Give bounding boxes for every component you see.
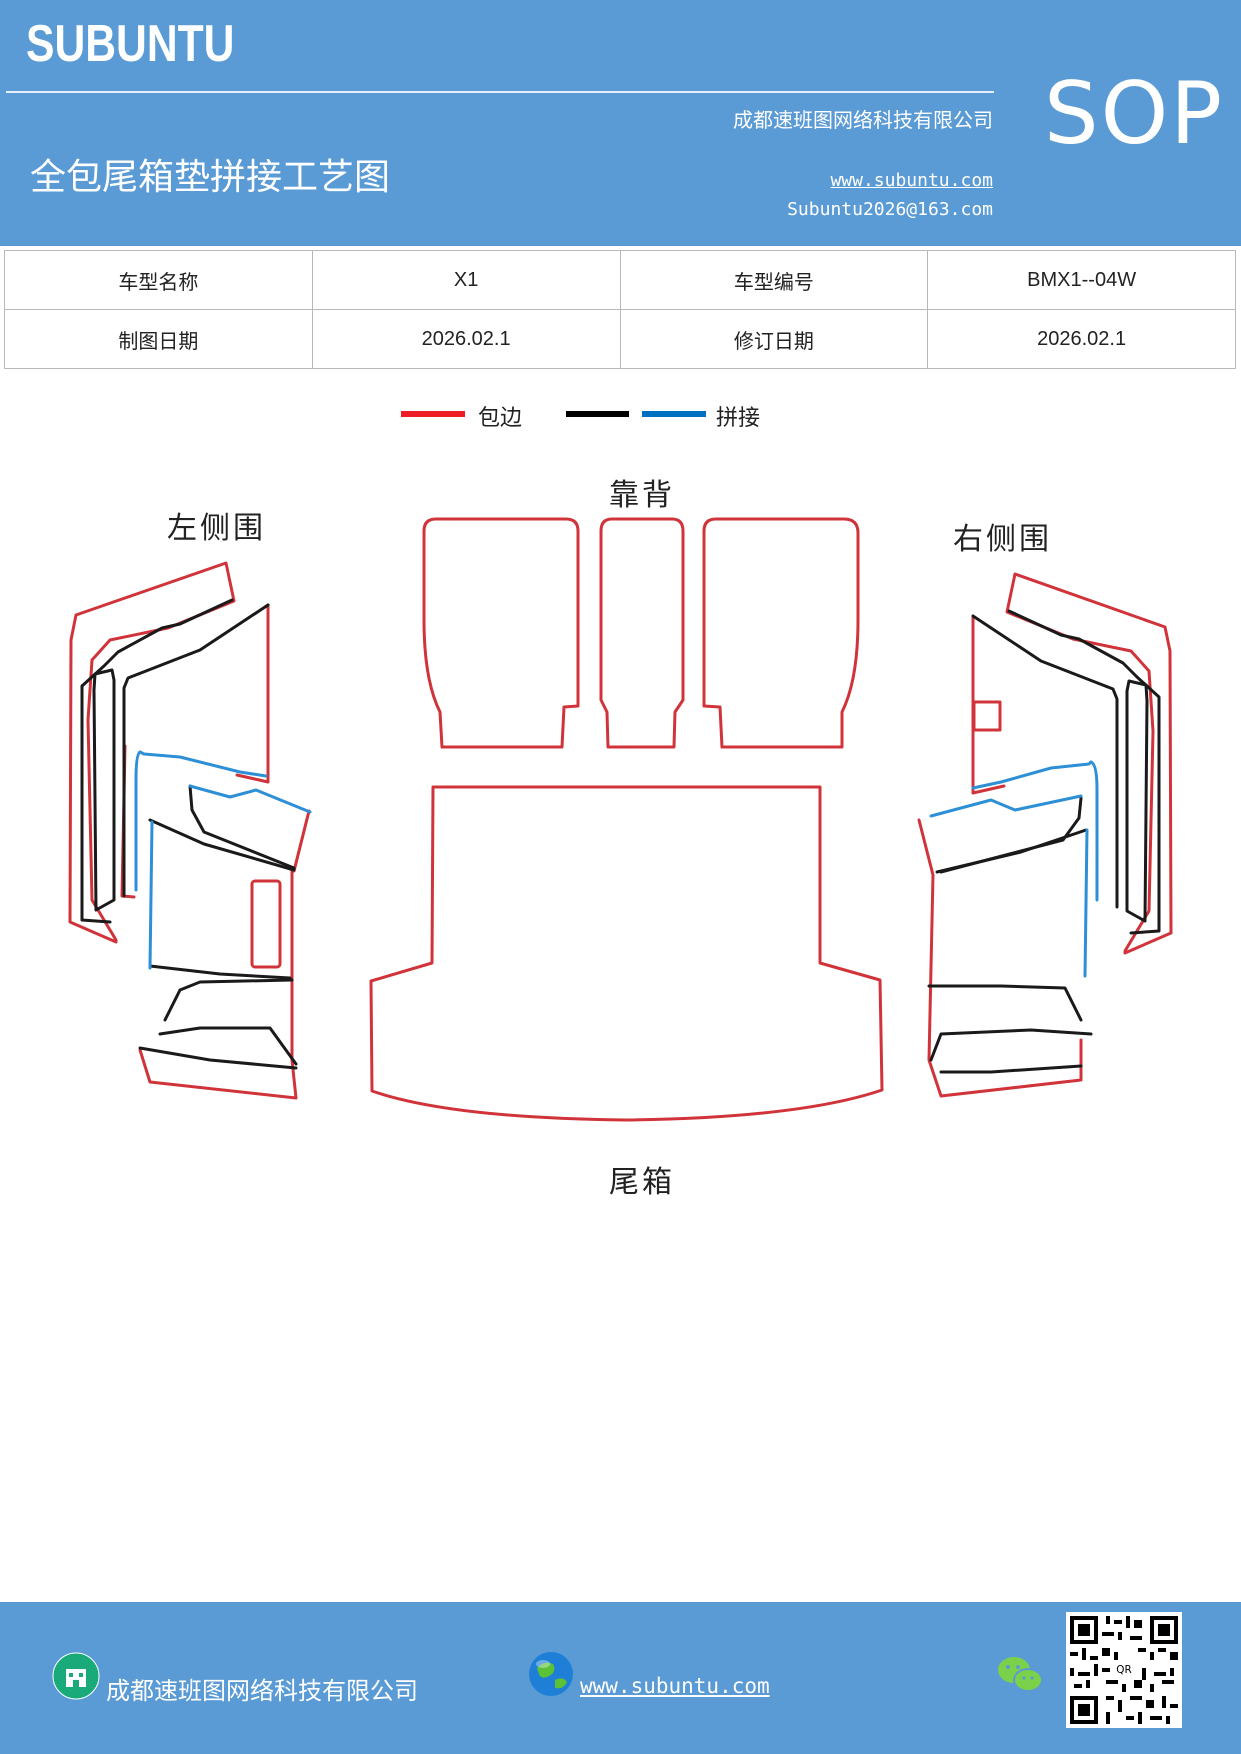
right-outer-edge — [1005, 572, 1173, 955]
right-black-seam-7 — [929, 1028, 1093, 1062]
left-upper-edge — [235, 603, 270, 784]
right-black-seam-5 — [939, 796, 1083, 874]
sop-tag: SOP — [1044, 64, 1225, 164]
label-left-side: 左侧围 — [167, 511, 266, 546]
label-backrest: 靠背 — [609, 478, 675, 513]
wechat-icon — [998, 1657, 1043, 1692]
left-splice-1 — [138, 750, 268, 778]
right-black-seam-2 — [1125, 679, 1149, 923]
right-splice-2 — [929, 794, 1083, 818]
svg-text:QR: QR — [1116, 1664, 1131, 1676]
left-outer-edge — [68, 561, 236, 944]
model-info-table: 车型名称 X1 车型编号 BMX1--04W 制图日期 2026.02.1 修订… — [4, 250, 1236, 369]
right-splice-1 — [971, 760, 1093, 790]
right-black-seam-6 — [927, 984, 1083, 1022]
draw-date-value: 2026.02.1 — [311, 309, 621, 369]
left-black-seam-3 — [122, 603, 270, 898]
backrest-middle-piece — [599, 517, 685, 749]
table-row: 制图日期 2026.02.1 修订日期 2026.02.1 — [4, 309, 1236, 369]
left-inset-edge — [250, 879, 282, 969]
right-black-seam-1 — [1007, 609, 1161, 935]
header-banner: SUBUNTU SOP 成都速班图网络科技有限公司 全包尾箱垫拼接工艺图 www… — [0, 0, 1241, 246]
revise-date-value: 2026.02.1 — [927, 309, 1236, 369]
right-side-panel — [917, 572, 1173, 1098]
right-black-seam-8 — [939, 1064, 1083, 1074]
revise-date-label: 修订日期 — [619, 309, 929, 369]
left-splice-2 — [188, 784, 312, 814]
label-right-side: 右侧围 — [953, 522, 1052, 557]
table-row: 车型名称 X1 车型编号 BMX1--04W — [4, 250, 1236, 310]
right-splice-4 — [1089, 760, 1099, 902]
footer-website-link[interactable]: www.subuntu.com — [580, 1674, 770, 1698]
left-black-seam-9 — [138, 1046, 298, 1070]
model-code-value: BMX1--04W — [927, 250, 1236, 310]
left-black-seam-1 — [80, 598, 234, 924]
right-black-seam-3 — [971, 614, 1119, 909]
legend-label-edge: 包边 — [478, 406, 523, 431]
backrest-left-piece — [422, 517, 580, 749]
backrest-right-piece — [702, 517, 860, 749]
right-floor-edge — [917, 818, 1083, 1098]
footer-company: 成都速班图网络科技有限公司 — [106, 1677, 418, 1705]
model-name-value: X1 — [311, 250, 621, 310]
trunk-floor-piece — [369, 785, 884, 1122]
label-trunk: 尾箱 — [609, 1165, 675, 1200]
email-address: Subuntu2026@163.com — [787, 199, 993, 220]
mat-diagram — [68, 517, 1173, 1122]
left-black-seam-6 — [148, 964, 292, 980]
left-side-panel — [68, 561, 312, 1100]
brand-logo: SUBUNTU — [26, 15, 235, 73]
right-splice-3 — [1083, 828, 1089, 978]
legend-swatch-splice — [642, 411, 706, 417]
left-black-seam-2 — [92, 668, 116, 912]
left-floor-edge — [138, 866, 298, 1100]
left-black-seam-4 — [148, 818, 296, 872]
backrest-pieces — [422, 517, 860, 749]
footer-banner: 成都速班图网络科技有限公司 www.subuntu.com — [0, 1602, 1241, 1754]
globe-icon — [529, 1652, 573, 1696]
right-tab-edge — [972, 700, 1002, 732]
header-divider — [6, 91, 994, 93]
left-splice-4 — [134, 750, 142, 892]
model-code-label: 车型编号 — [619, 250, 929, 310]
left-black-seam-5 — [188, 784, 296, 870]
legend-label-splice: 拼接 — [716, 406, 761, 431]
website-link[interactable]: www.subuntu.com — [830, 170, 993, 191]
legend-swatch-edge — [401, 411, 465, 417]
draw-date-label: 制图日期 — [4, 309, 313, 369]
building-icon — [52, 1652, 100, 1700]
right-upper-edge — [971, 614, 1006, 795]
qr-code: QR — [1066, 1612, 1182, 1728]
left-trim-edge — [292, 809, 311, 873]
left-black-seam-8 — [158, 1026, 298, 1066]
legend-swatch-black — [566, 411, 629, 417]
legend: 包边 拼接 — [0, 400, 1241, 440]
model-name-label: 车型名称 — [4, 250, 313, 310]
left-black-seam-7 — [163, 978, 294, 1022]
left-splice-3 — [148, 820, 154, 970]
company-name: 成都速班图网络科技有限公司 — [733, 108, 993, 132]
page-title: 全包尾箱垫拼接工艺图 — [30, 157, 391, 198]
